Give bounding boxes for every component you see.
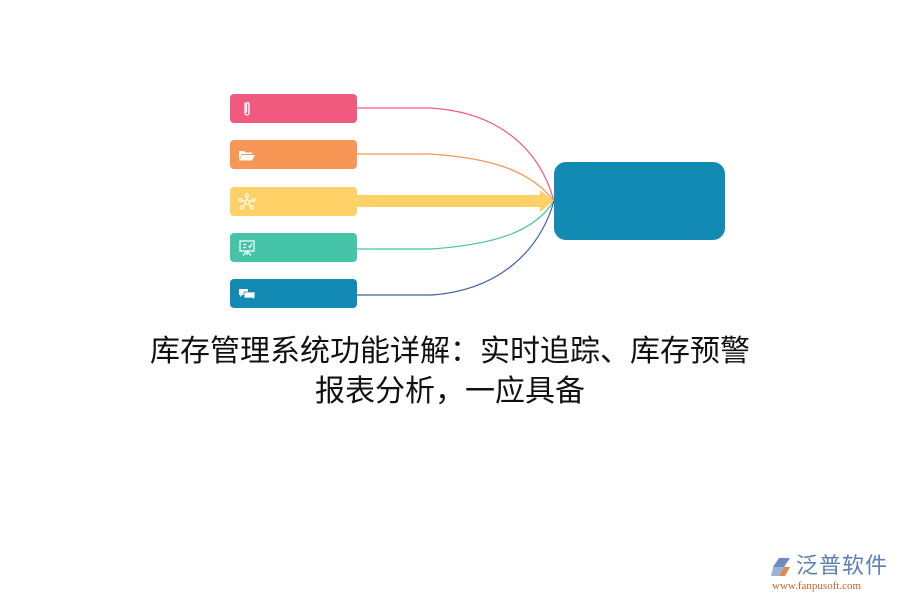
node-folder[interactable] xyxy=(230,140,357,169)
title-line-2: 报表分析，一应具备 xyxy=(315,374,585,409)
connector-network-arrow xyxy=(357,190,554,212)
connector-folder xyxy=(357,153,555,202)
title-line-1: 库存管理系统功能详解：实时追踪、库存预警 xyxy=(150,334,750,369)
node-network[interactable] xyxy=(230,187,357,216)
brand-logo[interactable]: 泛普软件 www.fanpusoft.com xyxy=(770,553,895,593)
brand-url: www.fanpusoft.com xyxy=(772,580,862,592)
brand-name: 泛普软件 xyxy=(796,554,889,579)
network-icon xyxy=(238,193,256,210)
page-title: 库存管理系统功能详解：实时追踪、库存预警 报表分析，一应具备 xyxy=(0,332,900,412)
chat-bubbles-icon xyxy=(239,289,256,301)
central-hub-node[interactable] xyxy=(554,162,725,240)
folder-open-icon xyxy=(239,151,255,161)
node-attachment[interactable] xyxy=(230,94,357,123)
connector-chat xyxy=(357,200,555,296)
node-presentation[interactable] xyxy=(230,233,357,262)
connector-attachment xyxy=(357,107,555,202)
paperclip-icon xyxy=(244,101,250,116)
fanpu-logo-icon xyxy=(771,558,790,576)
connector-presentation xyxy=(357,200,555,250)
presentation-board-icon xyxy=(239,240,255,256)
node-chat[interactable] xyxy=(230,279,357,308)
